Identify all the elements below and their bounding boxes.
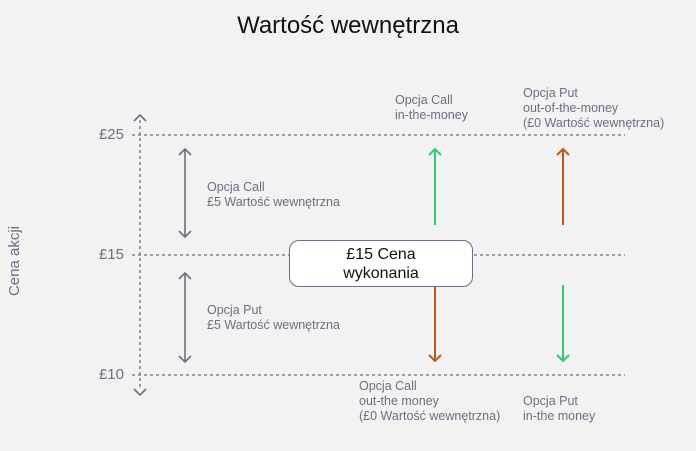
label-call-value: Opcja Call £5 Wartość wewnętrzna (207, 180, 340, 209)
label-put-value: Opcja Put £5 Wartość wewnętrzna (207, 303, 340, 332)
price-label-25: £25 (98, 126, 124, 143)
strike-price-box: £15 Cena wykonania (289, 240, 473, 287)
diagram-title: Wartość wewnętrzna (237, 12, 459, 39)
label-put-itm: Opcja Put in-the money (523, 394, 596, 423)
double-arrow-upper-icon (178, 147, 192, 239)
axis-label: Cena akcji (6, 225, 23, 297)
orange-up-arrow-icon (556, 147, 570, 225)
price-label-15: £15 (98, 246, 124, 263)
green-up-arrow-icon (428, 147, 442, 225)
label-call-otm: Opcja Call out-the money (£0 Wartość wew… (359, 379, 501, 423)
strike-line-1: £15 Cena (346, 246, 416, 263)
orange-down-arrow-icon (428, 285, 442, 363)
label-put-otm: Opcja Put out-of-the-money (£0 Wartość w… (523, 86, 665, 130)
green-down-arrow-icon (556, 285, 570, 363)
label-call-itm: Opcja Call in-the-money (395, 93, 468, 122)
double-arrow-lower-icon (178, 271, 192, 364)
axis-up-arrow-icon (133, 113, 147, 122)
strike-line-2: wykonania (343, 265, 419, 282)
axis-down-arrow-icon (133, 388, 147, 397)
price-label-10: £10 (98, 366, 124, 383)
